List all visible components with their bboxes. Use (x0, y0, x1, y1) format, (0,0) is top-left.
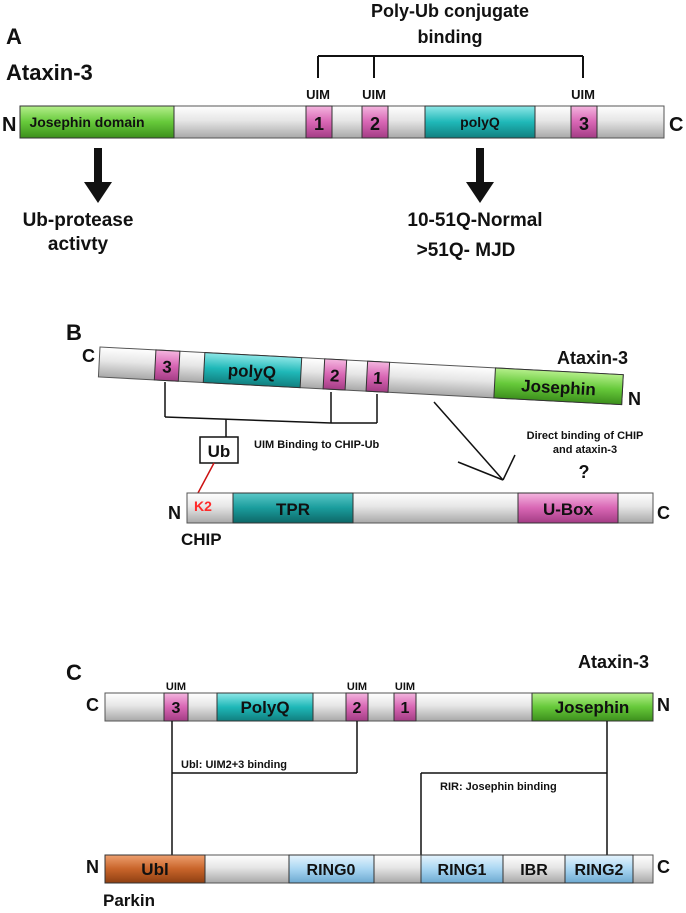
panel-a-uim-tag-2: UIM (362, 87, 386, 102)
panel-a-polyq-label: polyQ (460, 114, 500, 130)
panel-c-ubl-box (104, 854, 206, 884)
panel-a-polyq-box (424, 105, 536, 139)
panel-b-ub-label: Ub (208, 442, 231, 461)
panel-a-uim-2-label: 2 (370, 114, 380, 134)
panel-c-ring2-box (564, 854, 634, 884)
panel-a-n-terminus: N (2, 114, 16, 136)
panel-c-parkin-name: Parkin (103, 891, 155, 910)
panel-a-polyq-arrow (466, 148, 494, 203)
panel-c-ring0-label: RING0 (307, 862, 356, 879)
panel-a-uim-tag-1: UIM (306, 87, 330, 102)
panel-c-polyq-label: PolyQ (240, 698, 289, 717)
panel-b-ubox-label: U-Box (543, 500, 594, 519)
panel-a-uim-bracket (317, 55, 584, 78)
panel-b-n-terminus: N (628, 389, 641, 409)
panel-b-question-mark: ? (579, 462, 590, 482)
panel-a-protease-arrow (84, 148, 112, 203)
panel-a-protein-name: Ataxin-3 (6, 60, 93, 85)
panel-b-c-terminus: C (82, 346, 95, 366)
panel-b-direct-line2: and ataxin-3 (553, 444, 617, 456)
panel-c-josephin-box (531, 692, 654, 722)
panel-c-uim-2-label: 2 (353, 700, 362, 717)
panel-c-ubl-label: Ubl (141, 860, 168, 879)
panel-b-chip-c-terminus: C (657, 503, 670, 523)
panel-c-polyq-box (216, 692, 314, 722)
panel-b-uim-bracket (164, 382, 378, 437)
panel-a-poly-ub-label-line1: Poly-Ub conjugate (371, 1, 529, 21)
panel-c-ring0-box (288, 854, 375, 884)
panel-a-mjd-text: >51Q- MJD (417, 240, 516, 261)
panel-b-ub-box (199, 436, 239, 464)
panel-a: A Ataxin-3 Poly-Ub conjugate binding UIM… (2, 1, 683, 261)
panel-a-uim-tag-3: UIM (571, 87, 595, 102)
panel-b-k2-label: K2 (194, 498, 212, 514)
panel-c-protein-name: Ataxin-3 (578, 652, 649, 672)
panel-b-direct-binding-lines (433, 401, 516, 481)
panel-c-letter: C (66, 660, 82, 685)
panel-b-uim-binding-label: UIM Binding to CHIP-Ub (254, 439, 380, 451)
panel-c-parkin-c-terminus: C (657, 857, 670, 877)
panel-b-polyq-box (202, 352, 303, 389)
panel-c-josephin-label: Josephin (555, 698, 630, 717)
panel-a-uim-3-box (570, 105, 598, 139)
panel-b-ataxin3-bar: 3 polyQ 2 1 Josephin (97, 346, 624, 406)
panel-c-ibr-box (502, 854, 566, 884)
panel-b-uim-3-label: 3 (162, 357, 172, 376)
panel-b: B Ataxin-3 C 3 polyQ 2 1 Josephin N UI (66, 320, 670, 549)
panel-b-josephin-box (493, 367, 624, 406)
panel-c-uim-3-label: 3 (172, 700, 181, 717)
panel-b-tpr-label: TPR (276, 500, 310, 519)
panel-c-ring1-label: RING1 (438, 862, 487, 879)
panel-c-uim-1-box (393, 692, 417, 722)
panel-a-uim-1-label: 1 (314, 114, 324, 134)
panel-b-chip-n-terminus: N (168, 503, 181, 523)
panel-a-uim-3-label: 3 (579, 114, 589, 134)
panel-a-josephin-domain (19, 105, 175, 139)
panel-b-uim-3-box (153, 349, 181, 382)
panel-a-josephin-label: Josephin domain (29, 114, 144, 130)
panel-c-uim-1-label: 1 (401, 700, 410, 717)
panel-a-uim-1-box (305, 105, 333, 139)
panel-b-uim-1-label: 1 (373, 368, 383, 387)
panel-c-c-terminus: C (86, 695, 99, 715)
panel-a-letter: A (6, 24, 22, 49)
panel-b-chip-name: CHIP (181, 530, 222, 549)
panel-a-uim-2-box (361, 105, 389, 139)
panel-b-polyq-label: polyQ (227, 361, 276, 383)
panel-b-ubox-box (517, 492, 619, 524)
panel-b-uim-2-box (322, 358, 348, 391)
panel-c-uim-tag-1: UIM (395, 681, 415, 693)
panel-b-josephin-label: Josephin (521, 376, 597, 399)
panel-b-letter: B (66, 320, 82, 345)
panel-a-protease-line2: activty (48, 234, 109, 255)
panel-c: C Ataxin-3 UIM UIM UIM C 3 PolyQ 2 1 Jos… (66, 652, 670, 910)
panel-c-ring1-box (420, 854, 504, 884)
panel-c-parkin-n-terminus: N (86, 857, 99, 877)
panel-c-uim-3-box (163, 692, 189, 722)
panel-c-uim-tag-3: UIM (166, 681, 186, 693)
panel-c-ubl-binding-label: Ubl: UIM2+3 binding (181, 759, 287, 771)
panel-b-direct-line1: Direct binding of CHIP (527, 430, 644, 442)
panel-b-ub-k2-link (197, 462, 215, 494)
panel-c-binding-lines (171, 721, 608, 855)
panel-a-poly-ub-label-line2: binding (418, 27, 483, 47)
panel-a-normal-text: 10-51Q-Normal (407, 210, 542, 231)
panel-a-protease-line1: Ub-protease (23, 210, 134, 231)
panel-c-ring2-label: RING2 (575, 862, 624, 879)
panel-b-uim-1-box (365, 360, 391, 393)
panel-b-tpr-box (232, 492, 354, 524)
panel-c-uim-tag-2: UIM (347, 681, 367, 693)
panel-c-ibr-label: IBR (520, 862, 548, 879)
panel-c-rir-binding-label: RIR: Josephin binding (440, 781, 557, 793)
panel-b-uim-2-label: 2 (330, 366, 340, 385)
panel-c-n-terminus: N (657, 695, 670, 715)
panel-b-protein-name: Ataxin-3 (557, 348, 628, 368)
panel-a-c-terminus: C (669, 114, 683, 136)
